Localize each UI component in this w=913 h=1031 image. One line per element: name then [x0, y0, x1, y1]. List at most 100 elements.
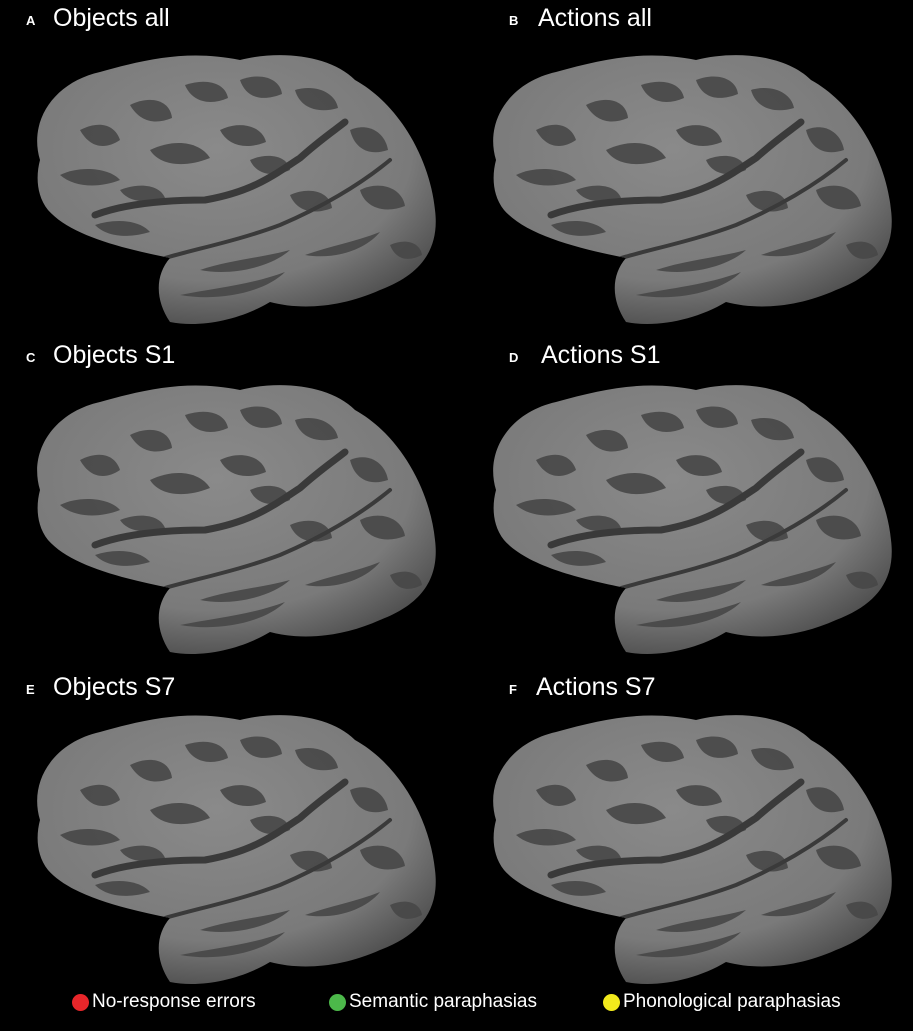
sulcus-region: [806, 457, 844, 483]
sulcus-region: [536, 454, 576, 476]
sulcus-region: [130, 99, 172, 122]
fissure: [547, 448, 805, 549]
sulcus-region: [185, 741, 228, 762]
sulcus-region: [240, 76, 282, 98]
sulcus-region: [751, 748, 794, 771]
sulcus-region: [576, 845, 621, 862]
panel-title: Objects all: [53, 4, 170, 32]
sulcus-region: [130, 759, 172, 782]
panel-c: C Objects S1: [0, 330, 456, 660]
fissure: [619, 158, 848, 260]
brain-surface: [493, 55, 892, 324]
legend-item-no-response: No-response errors: [72, 991, 256, 1013]
sulcus-region: [80, 454, 120, 476]
sulcus-region: [220, 125, 266, 146]
sulcus-region: [180, 602, 285, 628]
sulcus-region: [150, 473, 210, 495]
sulcus-region: [551, 550, 606, 566]
sulcus-region: [551, 880, 606, 896]
sulcus-region: [816, 185, 861, 210]
sulcus-region: [606, 143, 666, 165]
panel-title: Actions S7: [536, 673, 656, 701]
sulcus-region: [641, 411, 684, 432]
fissure: [163, 818, 392, 920]
panel-letter: C: [26, 350, 36, 365]
panel-title: Actions S1: [541, 341, 661, 369]
sulcus-region: [390, 241, 422, 259]
sulcus-region: [95, 880, 150, 896]
sulcus-region: [536, 124, 576, 146]
sulcus-region: [816, 515, 861, 540]
sulcus-region: [60, 828, 120, 846]
sulcus-region: [676, 455, 722, 476]
panel-letter: E: [26, 682, 35, 697]
red-dot-icon: [72, 993, 89, 1011]
sulcus-region: [761, 562, 836, 587]
fissure: [547, 118, 805, 219]
panel-letter: A: [26, 13, 36, 28]
sulcus-region: [761, 892, 836, 917]
sulcus-region: [240, 736, 282, 758]
sulcus-region: [120, 845, 165, 862]
sulcus-region: [806, 787, 844, 813]
sulcus-region: [696, 736, 738, 758]
panel-e: E Objects S7: [0, 660, 456, 990]
brain-surface: [37, 385, 436, 654]
sulcus-region: [305, 562, 380, 587]
sulcus-region: [551, 220, 606, 236]
sulcus-region: [360, 845, 405, 870]
legend-label: Phonological paraphasias: [623, 991, 841, 1012]
sulcus-region: [95, 550, 150, 566]
panel-title: Objects S7: [53, 673, 176, 701]
sulcus-region: [220, 785, 266, 806]
sulcus-region: [390, 901, 422, 919]
sulcus-region: [656, 580, 746, 602]
sulcus-region: [586, 759, 628, 782]
sulcus-region: [200, 910, 290, 932]
sulcus-region: [641, 741, 684, 762]
sulcus-region: [390, 571, 422, 589]
sulcus-region: [200, 250, 290, 272]
sulcus-region: [360, 185, 405, 210]
sulcus-region: [60, 168, 120, 186]
fissure: [91, 778, 349, 879]
sulcus-region: [180, 932, 285, 958]
sulcus-region: [305, 892, 380, 917]
sulcus-region: [761, 232, 836, 257]
green-dot-icon: [329, 993, 346, 1011]
sulcus-region: [846, 571, 878, 589]
sulcus-region: [185, 411, 228, 432]
fissure: [619, 488, 848, 590]
sulcus-region: [606, 473, 666, 495]
fissure: [619, 818, 848, 920]
sulcus-region: [751, 418, 794, 441]
sulcus-region: [636, 932, 741, 958]
sulcus-region: [220, 455, 266, 476]
brain-surface: [37, 715, 436, 984]
sulcus-region: [120, 185, 165, 202]
sulcus-region: [656, 910, 746, 932]
sulcus-region: [350, 127, 388, 153]
sulcus-region: [80, 124, 120, 146]
legend-label: Semantic paraphasias: [349, 991, 537, 1012]
panel-f: F Actions S7: [456, 660, 912, 990]
sulcus-region: [536, 784, 576, 806]
sulcus-region: [120, 515, 165, 532]
sulcus-region: [656, 250, 746, 272]
sulcus-region: [586, 429, 628, 452]
sulcus-region: [816, 845, 861, 870]
sulcus-region: [576, 185, 621, 202]
fissure: [91, 448, 349, 549]
sulcus-region: [240, 406, 282, 428]
sulcus-region: [516, 168, 576, 186]
fissure: [163, 158, 392, 260]
panel-letter: F: [509, 682, 517, 697]
panel-b: B Actions all: [456, 0, 912, 330]
legend-item-semantic: Semantic paraphasias: [329, 991, 537, 1013]
sulcus-region: [516, 828, 576, 846]
sulcus-region: [360, 515, 405, 540]
panel-letter: D: [509, 350, 519, 365]
sulcus-region: [606, 803, 666, 825]
sulcus-region: [305, 232, 380, 257]
sulcus-region: [295, 88, 338, 111]
